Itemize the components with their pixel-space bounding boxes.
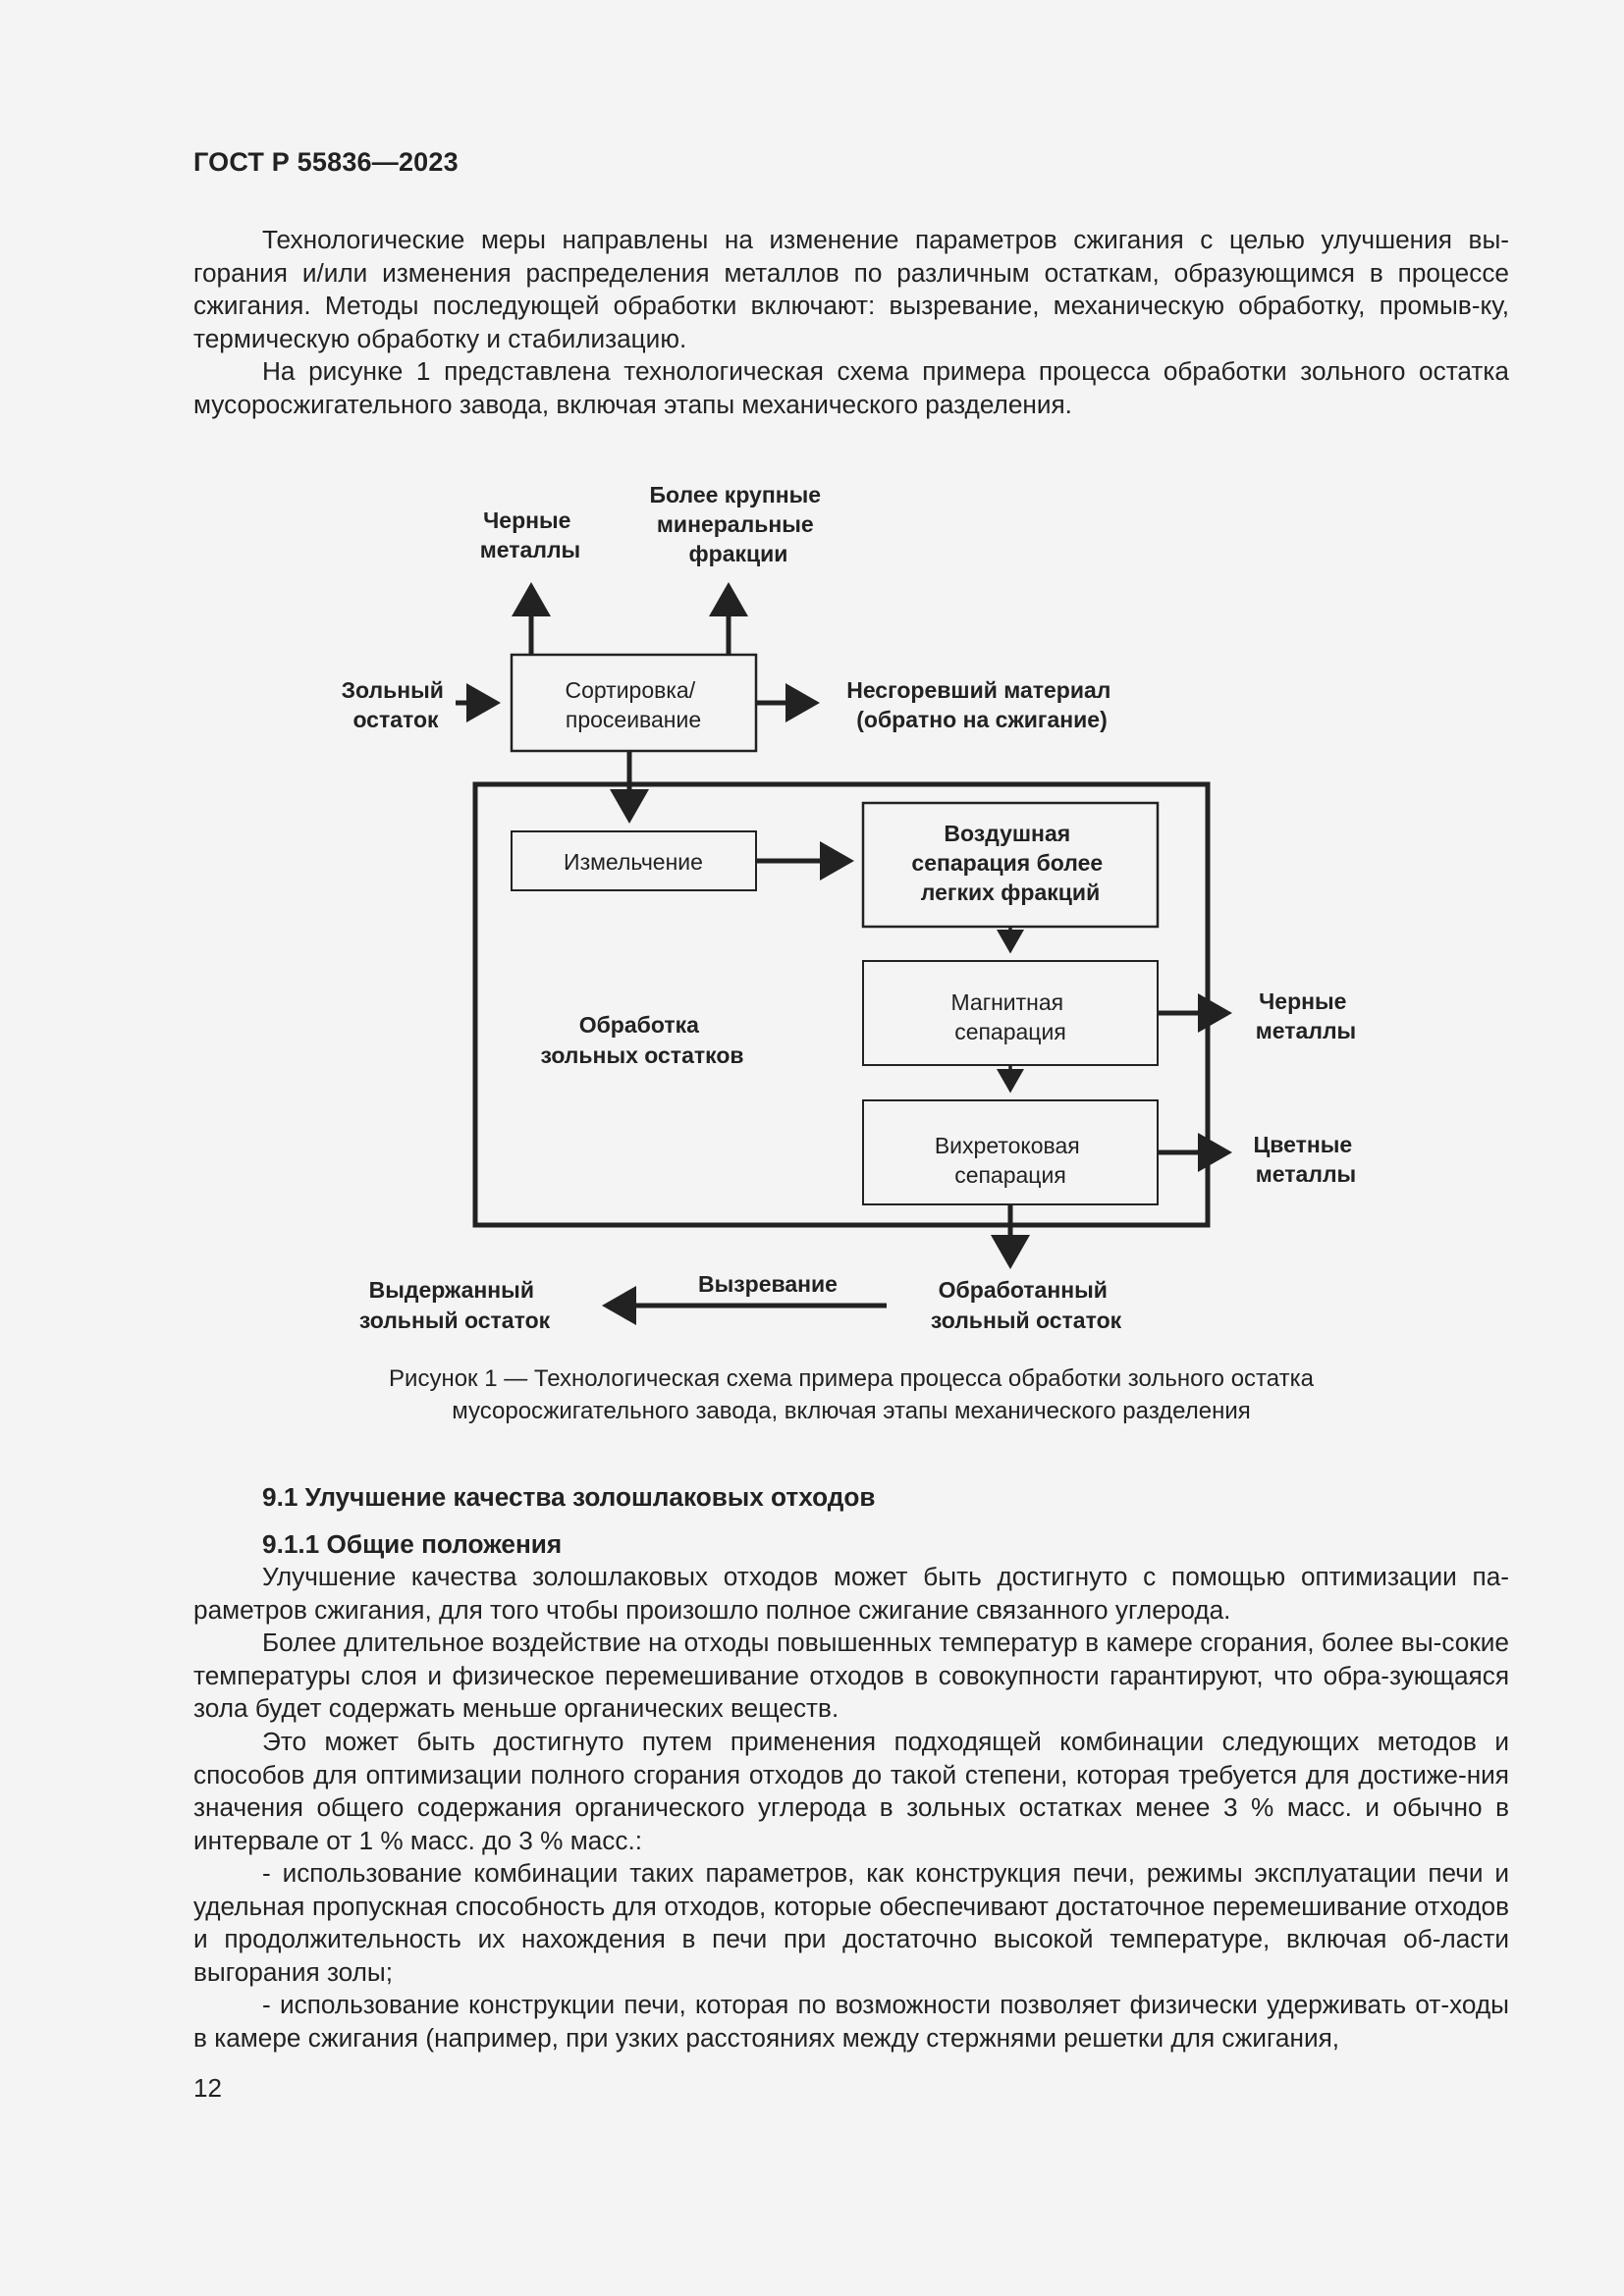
sorting-label: Сортировка/ просеивание xyxy=(565,677,701,732)
body-paragraph-2: Более длительное воздействие на отходы п… xyxy=(193,1628,1509,1723)
coarse-fractions-label: Более крупные минеральные фракции xyxy=(650,482,828,566)
subsection-heading: 9.1.1 Общие положения xyxy=(262,1529,563,1559)
treated-ash-label: Обработанный зольный остаток xyxy=(931,1277,1122,1333)
matured-ash-label: Выдержанный зольный остаток xyxy=(359,1277,551,1333)
unburnt-material-label: Несгоревший материал (обратно на сжигани… xyxy=(846,677,1117,732)
figure-caption: Рисунок 1 — Технологическая схема пример… xyxy=(193,1362,1509,1427)
intro-paragraph-1: Технологические меры направлены на измен… xyxy=(193,225,1509,353)
figure-caption-line-2: мусоросжигательного завода, включая этап… xyxy=(452,1398,1251,1424)
document-header: ГОСТ Р 55836—2023 xyxy=(193,147,459,177)
list-item-2: - использование конструкции печи, котора… xyxy=(193,1990,1509,2053)
page-number: 12 xyxy=(193,2073,222,2103)
ash-input-label: Зольный остаток xyxy=(342,677,451,732)
eddy-current-label: Вихретоковая сепарация xyxy=(935,1133,1086,1188)
magnetic-separation-label: Магнитная сепарация xyxy=(950,989,1069,1044)
intro-paragraph-2: На рисунке 1 представлена технологическа… xyxy=(193,356,1509,419)
nonferrous-metals-label: Цветные металлы xyxy=(1253,1132,1358,1187)
maturation-label: Вызревание xyxy=(698,1271,838,1297)
figure-caption-line-1: Рисунок 1 — Технологическая схема пример… xyxy=(389,1365,1314,1392)
body-paragraph-3: Это может быть достигнуто путем применен… xyxy=(193,1727,1509,1855)
black-metals-right-label: Черные металлы xyxy=(1256,988,1356,1043)
list-item-1: - использование комбинации таких парамет… xyxy=(193,1858,1509,1987)
section-heading: 9.1 Улучшение качества золошлаковых отхо… xyxy=(262,1482,876,1512)
sorting-box xyxy=(510,653,758,753)
process-flow-diagram: Черные металлы Более крупные минеральные… xyxy=(342,482,1358,1333)
treatment-label: Обработка зольных остатков xyxy=(540,1012,743,1068)
black-metals-top-label: Черные металлы xyxy=(480,507,580,562)
air-separation-label: Воздушная сепарация более легких фракций xyxy=(911,821,1109,905)
grinding-label: Измельчение xyxy=(564,849,703,875)
body-paragraph-1: Улучшение качества золошлаковых отходов … xyxy=(193,1562,1509,1625)
